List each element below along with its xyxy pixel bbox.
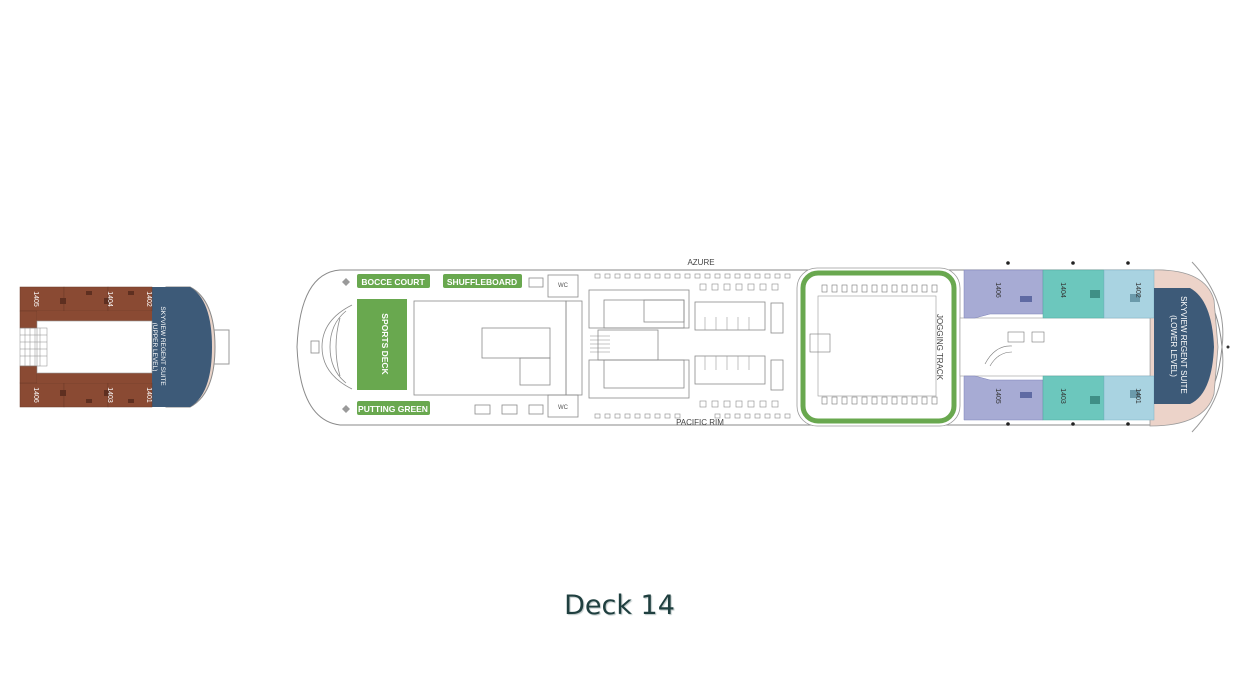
skyview-lower-label-1: SKYVIEW REGENT SUITE (1179, 296, 1188, 394)
bocce-court[interactable] (357, 274, 430, 288)
upper-label-1405: 1405 (32, 291, 39, 307)
upper-cabin-1404[interactable] (63, 286, 109, 312)
wc-label-bottom: WC (558, 405, 569, 411)
upper-bottom-strip (37, 373, 152, 383)
skyview-lower-label-2: (LOWER LEVEL) (1169, 315, 1178, 377)
upper-skyview-label-1: SKYVIEW REGENT SUITE (159, 306, 166, 386)
upper-cabin-1405-step (19, 310, 38, 329)
wc-label-top: WC (558, 283, 569, 289)
cabin-1401[interactable] (1103, 375, 1155, 421)
cabin-1406[interactable] (963, 269, 1044, 319)
blue-furniture (1130, 294, 1140, 398)
upper-label-1403: 1403 (106, 387, 113, 403)
label-1405: 1405 (994, 388, 1001, 404)
forward-furniture (1020, 296, 1032, 398)
upper-skyview-label-2: (UPPER LEVEL) (151, 323, 158, 372)
main-deck-plan: AZURE PACIFIC RIM BOCCE COURT SHUFFLEBOA… (296, 258, 1230, 433)
pool-area (817, 295, 937, 397)
jogging-track[interactable] (800, 270, 957, 424)
upper-level-plan: SKYVIEW REGENT SUITE (UPPER LEVEL) (19, 286, 230, 408)
upper-skyview-suite[interactable] (150, 287, 212, 407)
putting-green-label: PUTTING GREEN (358, 404, 428, 414)
skyview-suite-lower[interactable] (1154, 288, 1214, 404)
mid-structures (413, 274, 784, 418)
pacific-rim-label: PACIFIC RIM (676, 418, 724, 427)
upper-label-1404: 1404 (106, 291, 113, 307)
label-1404: 1404 (1059, 282, 1066, 298)
label-1402: 1402 (1134, 282, 1141, 298)
bow-rail (1191, 261, 1224, 433)
deck-chairs-top (594, 273, 791, 291)
svg-text:SKYVIEW REGENT SUITE (UP: SKYVIEW REGENT SUITE (UPPER LEVEL) (151, 306, 166, 387)
bocce-court-label: BOCCE COURT (361, 277, 425, 287)
shuffleboard-label: SHUFFLEBOARD (447, 277, 517, 287)
mid-staircase (590, 335, 610, 353)
aft-seating (310, 304, 353, 390)
teal-furniture (1090, 290, 1100, 404)
azure-label: AZURE (687, 258, 714, 267)
bow-point-marker (1226, 345, 1230, 349)
upper-top-strip (37, 311, 152, 321)
sports-deck-label: SPORTS DECK (380, 313, 390, 375)
deck-title: Deck 14 (564, 590, 675, 621)
pool-loungers (809, 284, 938, 405)
mid-windows (704, 317, 750, 370)
aft-markers (342, 278, 350, 413)
forward-corridor (959, 317, 1151, 377)
cabin-1402[interactable] (1103, 269, 1155, 319)
putting-green[interactable] (357, 401, 430, 415)
shuffleboard[interactable] (443, 274, 522, 288)
upper-cabin-1403[interactable] (63, 382, 109, 408)
jogging-track-label: JOGGING TRACK (935, 314, 944, 381)
label-1403: 1403 (1059, 388, 1066, 404)
upper-furniture (60, 291, 134, 403)
sports-deck[interactable] (357, 299, 407, 390)
label-1401: 1401 (1134, 388, 1141, 404)
upper-bow-rail (214, 329, 230, 365)
forward-lounge (984, 331, 1045, 367)
upper-grid (19, 327, 48, 367)
upper-cabin-1406[interactable] (19, 382, 65, 408)
deck-chairs-bottom (594, 400, 791, 419)
label-1406: 1406 (994, 282, 1001, 298)
balcony-markers (1006, 261, 1130, 426)
upper-cabin-1405[interactable] (19, 286, 65, 312)
upper-open-area (36, 320, 153, 374)
upper-label-1402: 1402 (145, 291, 152, 307)
upper-label-1401: 1401 (145, 387, 152, 403)
upper-label-1406: 1406 (32, 387, 39, 403)
upper-cabin-1406-step (19, 365, 38, 384)
svg-text:SKYVIEW REGENT SUITE (LO: SKYVIEW REGENT SUITE (LOWER LEVEL) (1169, 296, 1188, 396)
